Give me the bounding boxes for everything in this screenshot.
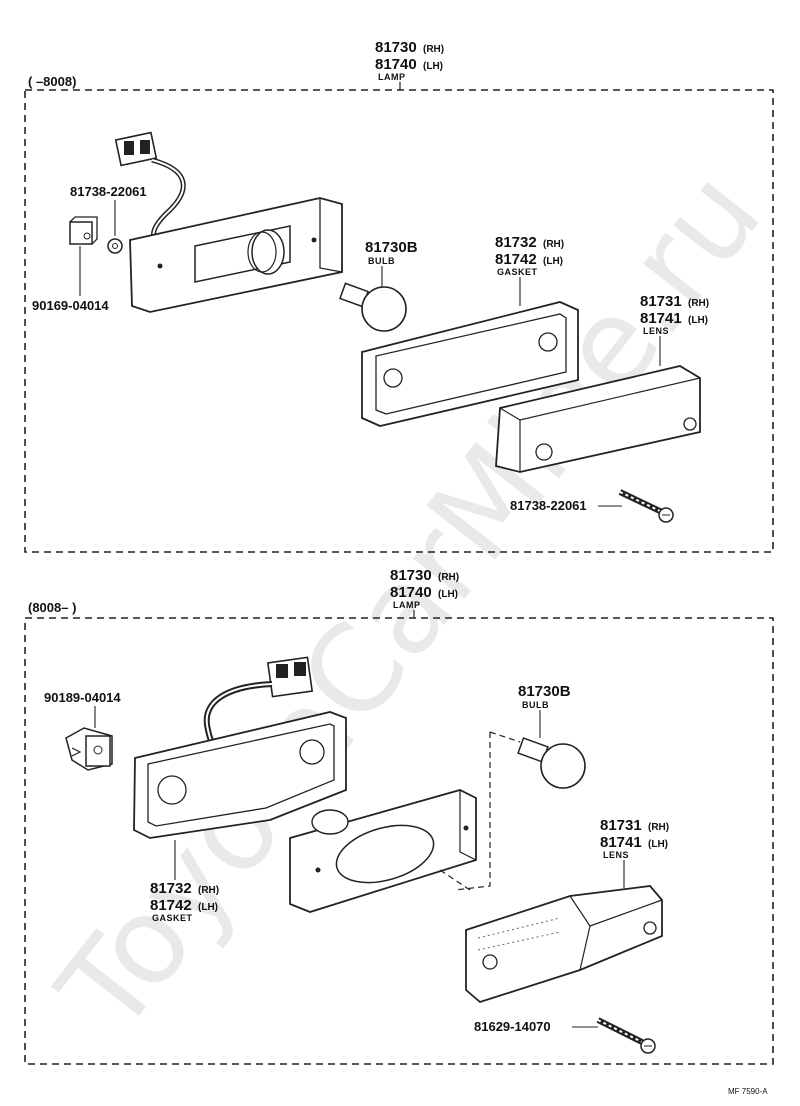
bottom-section: (8008– ) 81730 (RH) 81740 (LH) LAMP 9018… xyxy=(24,567,774,1065)
top-bulb-name: BULB xyxy=(368,256,395,266)
bottom-lamp-rh-number: 81730 xyxy=(390,567,432,584)
bottom-gasket-rh-suffix: (RH) xyxy=(198,885,219,896)
bottom-gasket-icon xyxy=(133,711,347,839)
bottom-lens-rh-number: 81731 xyxy=(600,817,642,834)
top-screw-top-label: 81738-22061 xyxy=(70,184,147,199)
top-clip-label: 90169-04014 xyxy=(32,298,109,313)
bottom-lamp-lh-suffix: (LH) xyxy=(438,589,458,600)
bottom-bulb-icon xyxy=(517,737,586,789)
bottom-lamp-name: LAMP xyxy=(393,600,421,610)
top-lamp-callout: 81730 (RH) 81740 (LH) LAMP xyxy=(375,39,444,90)
top-lens-rh-number: 81731 xyxy=(640,293,682,310)
top-gasket-name: GASKET xyxy=(497,267,538,277)
top-range-label: ( –8008) xyxy=(28,74,76,89)
bottom-lens-callout: 81731 (RH) 81741 (LH) LENS xyxy=(600,817,669,888)
top-screw-bottom-label: 81738-22061 xyxy=(510,498,587,513)
top-section-frame xyxy=(24,89,774,553)
top-lens-lh-number: 81741 xyxy=(640,310,682,327)
top-lens-rh-suffix: (RH) xyxy=(688,298,709,309)
bottom-lens-lh-number: 81741 xyxy=(600,834,642,851)
top-screw-icon xyxy=(618,489,674,523)
top-gasket-rh-suffix: (RH) xyxy=(543,239,564,250)
top-gasket-rh-number: 81732 xyxy=(495,234,537,251)
top-lens-icon xyxy=(495,365,701,473)
bottom-lamp-callout: 81730 (RH) 81740 (LH) LAMP xyxy=(390,567,459,618)
top-lens-name: LENS xyxy=(643,326,669,336)
bottom-lens-lh-suffix: (LH) xyxy=(648,839,668,850)
bottom-lamp-housing xyxy=(289,789,477,913)
top-lamp-housing xyxy=(129,197,343,313)
top-lamp-rh-suffix: (RH) xyxy=(423,44,444,55)
bottom-gasket-rh-number: 81732 xyxy=(150,880,192,897)
top-bulb-part: 81730B xyxy=(365,239,418,256)
bottom-screw-label: 81629-14070 xyxy=(474,1019,551,1034)
bottom-gasket-callout: 81732 (RH) 81742 (LH) GASKET xyxy=(150,880,219,923)
bottom-gasket-name: GASKET xyxy=(152,913,193,923)
bottom-lens-name: LENS xyxy=(603,850,629,860)
bottom-bulb-callout: 81730B BULB xyxy=(518,683,571,738)
top-lamp-name: LAMP xyxy=(378,72,406,82)
bottom-clip-label: 90189-04014 xyxy=(44,690,121,705)
bottom-gasket-lh-suffix: (LH) xyxy=(198,902,218,913)
top-gasket-callout: 81732 (RH) 81742 (LH) GASKET xyxy=(495,234,564,306)
bottom-bulb-part: 81730B xyxy=(518,683,571,700)
top-section: ( –8008) 81730 (RH) 81740 (LH) LAMP 8173… xyxy=(24,39,774,553)
bottom-bulb-name: BULB xyxy=(522,700,549,710)
top-lamp-lh-number: 81740 xyxy=(375,56,417,73)
bottom-clip-icon xyxy=(65,727,113,771)
bottom-section-frame xyxy=(24,617,774,1065)
washer-icon xyxy=(107,238,123,254)
top-bulb-icon: 81730B BULB xyxy=(339,239,418,332)
top-lens-lh-suffix: (LH) xyxy=(688,315,708,326)
top-gasket-lh-number: 81742 xyxy=(495,251,537,268)
top-clip-icon xyxy=(69,216,98,245)
top-lens-callout: 81731 (RH) 81741 (LH) LENS xyxy=(640,293,709,366)
figure-code: MF 7590-A xyxy=(728,1087,768,1096)
bottom-lens-icon xyxy=(465,885,663,1004)
bottom-screw-icon xyxy=(596,1017,656,1054)
bottom-lamp-lh-number: 81740 xyxy=(390,584,432,601)
bottom-lamp-rh-suffix: (RH) xyxy=(438,572,459,583)
top-gasket-icon xyxy=(361,301,579,427)
top-lamp-lh-suffix: (LH) xyxy=(423,61,443,72)
bottom-gasket-lh-number: 81742 xyxy=(150,897,192,914)
top-gasket-lh-suffix: (LH) xyxy=(543,256,563,267)
top-lamp-rh-number: 81730 xyxy=(375,39,417,56)
bottom-range-label: (8008– ) xyxy=(28,600,76,615)
bottom-lens-rh-suffix: (RH) xyxy=(648,822,669,833)
